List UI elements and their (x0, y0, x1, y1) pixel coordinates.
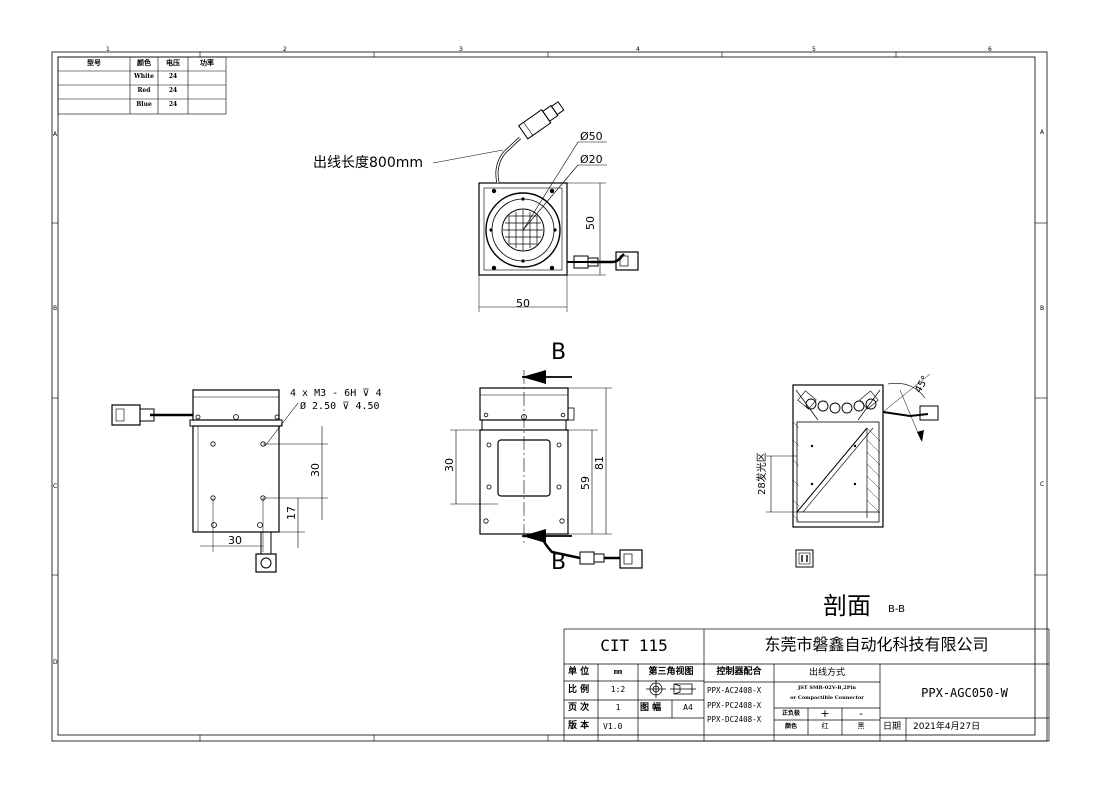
zone-ticks (52, 52, 1047, 741)
section-label-bottom: B (551, 550, 567, 575)
zone-top-6: 6 (988, 46, 992, 53)
zone-right-a: A (1040, 129, 1045, 136)
color-table-grid (57, 56, 227, 115)
inner-frame (57, 56, 1036, 736)
side-dim-30-horizontal: 30 (228, 534, 242, 547)
company-name: 东莞市磐鑫自动化科技有限公司 (764, 635, 989, 654)
glow-zone-label: 28发光区 (757, 452, 768, 495)
outer-frame (51, 51, 1048, 742)
zone-left-b: B (53, 305, 58, 312)
front-dim-59: 59 (579, 476, 592, 490)
unit-label: 单 位 (568, 667, 590, 677)
projection-label: 第三角视图 (648, 667, 694, 677)
version-label: 版 本 (568, 721, 590, 731)
controller-dc: PPX-DC2408-X (707, 715, 762, 724)
unit-value: mm (613, 668, 623, 676)
outlet-line-1: JST SMR-02V-B,2Pin (797, 685, 857, 691)
zone-top-1: 1 (106, 46, 110, 53)
hole-note-2: Ø 2.50 ⊽ 4.50 (300, 401, 380, 412)
col-voltage: 电压 (166, 59, 180, 67)
row-white-color: White (134, 73, 154, 80)
zone-top-4: 4 (636, 46, 640, 53)
top-view (432, 101, 639, 312)
controller-pc: PPX-PC2408-X (707, 701, 762, 710)
col-model: 型号 (87, 59, 101, 67)
zone-left-c: C (53, 483, 58, 490)
front-dim-81: 81 (593, 456, 606, 470)
title-block-grid (563, 628, 1050, 742)
front-dim-30: 30 (443, 458, 456, 472)
scale-label: 比 例 (568, 685, 590, 695)
zone-left-a: A (53, 131, 58, 138)
side-dim-30-vertical: 30 (309, 463, 322, 477)
zone-right-b: B (1040, 305, 1045, 312)
date-value: 2021年4月27日 (913, 722, 981, 732)
hole-note-1: 4 x M3 - 6H ⊽ 4 (290, 388, 382, 399)
side-dim-17: 17 (285, 506, 298, 520)
row-white-voltage: 24 (168, 73, 178, 80)
dia-inner-label: Ø20 (580, 153, 603, 166)
pole-plus: + (820, 707, 830, 720)
section-title-suffix: B-B (888, 604, 905, 615)
wire-red: 红 (821, 722, 829, 730)
front-view (450, 370, 643, 569)
wire-black: 黑 (857, 722, 865, 730)
row-blue-color: Blue (136, 101, 152, 108)
top-height-dim: 50 (584, 216, 597, 230)
controller-ac: PPX-AC2408-X (707, 686, 762, 695)
col-color: 颜色 (137, 59, 151, 67)
projection-symbol (646, 680, 696, 698)
zone-top-5: 5 (812, 46, 816, 53)
wire-color-label: 颜色 (784, 723, 797, 730)
section-label-top: B (551, 340, 567, 365)
controller-title: 控制器配合 (716, 667, 762, 677)
col-power: 功率 (200, 59, 214, 67)
row-red-color: Red (137, 87, 151, 94)
row-blue-voltage: 24 (168, 101, 178, 108)
date-label: 日期 (883, 722, 902, 732)
section-title: 剖面 (823, 592, 871, 620)
page-label: 页 次 (568, 703, 590, 713)
side-view (111, 389, 328, 573)
model-number: PPX-AGC050-W (921, 686, 1008, 700)
zone-top-2: 2 (283, 46, 287, 53)
zone-right-c: C (1040, 481, 1045, 488)
pole-label: 正负极 (781, 710, 800, 717)
paper-label: 图 幅 (640, 703, 662, 713)
page-value: 1 (615, 703, 621, 712)
outlet-line-2: or Compactible Connector (790, 695, 864, 701)
cable-length-note: 出线长度800mm (313, 155, 423, 171)
section-view (766, 373, 939, 568)
product-name: CIT 115 (600, 636, 668, 655)
pole-minus: - (859, 707, 863, 720)
top-width-dim: 50 (516, 297, 530, 310)
dia-outer-label: Ø50 (580, 130, 603, 143)
zone-left-d: D (53, 659, 58, 666)
paper-value: A4 (683, 703, 693, 712)
version-value: V1.0 (603, 722, 623, 731)
zone-top-3: 3 (459, 46, 463, 53)
outlet-title: 出线方式 (808, 668, 845, 678)
row-red-voltage: 24 (168, 87, 178, 94)
scale-value: 1:2 (610, 685, 626, 694)
